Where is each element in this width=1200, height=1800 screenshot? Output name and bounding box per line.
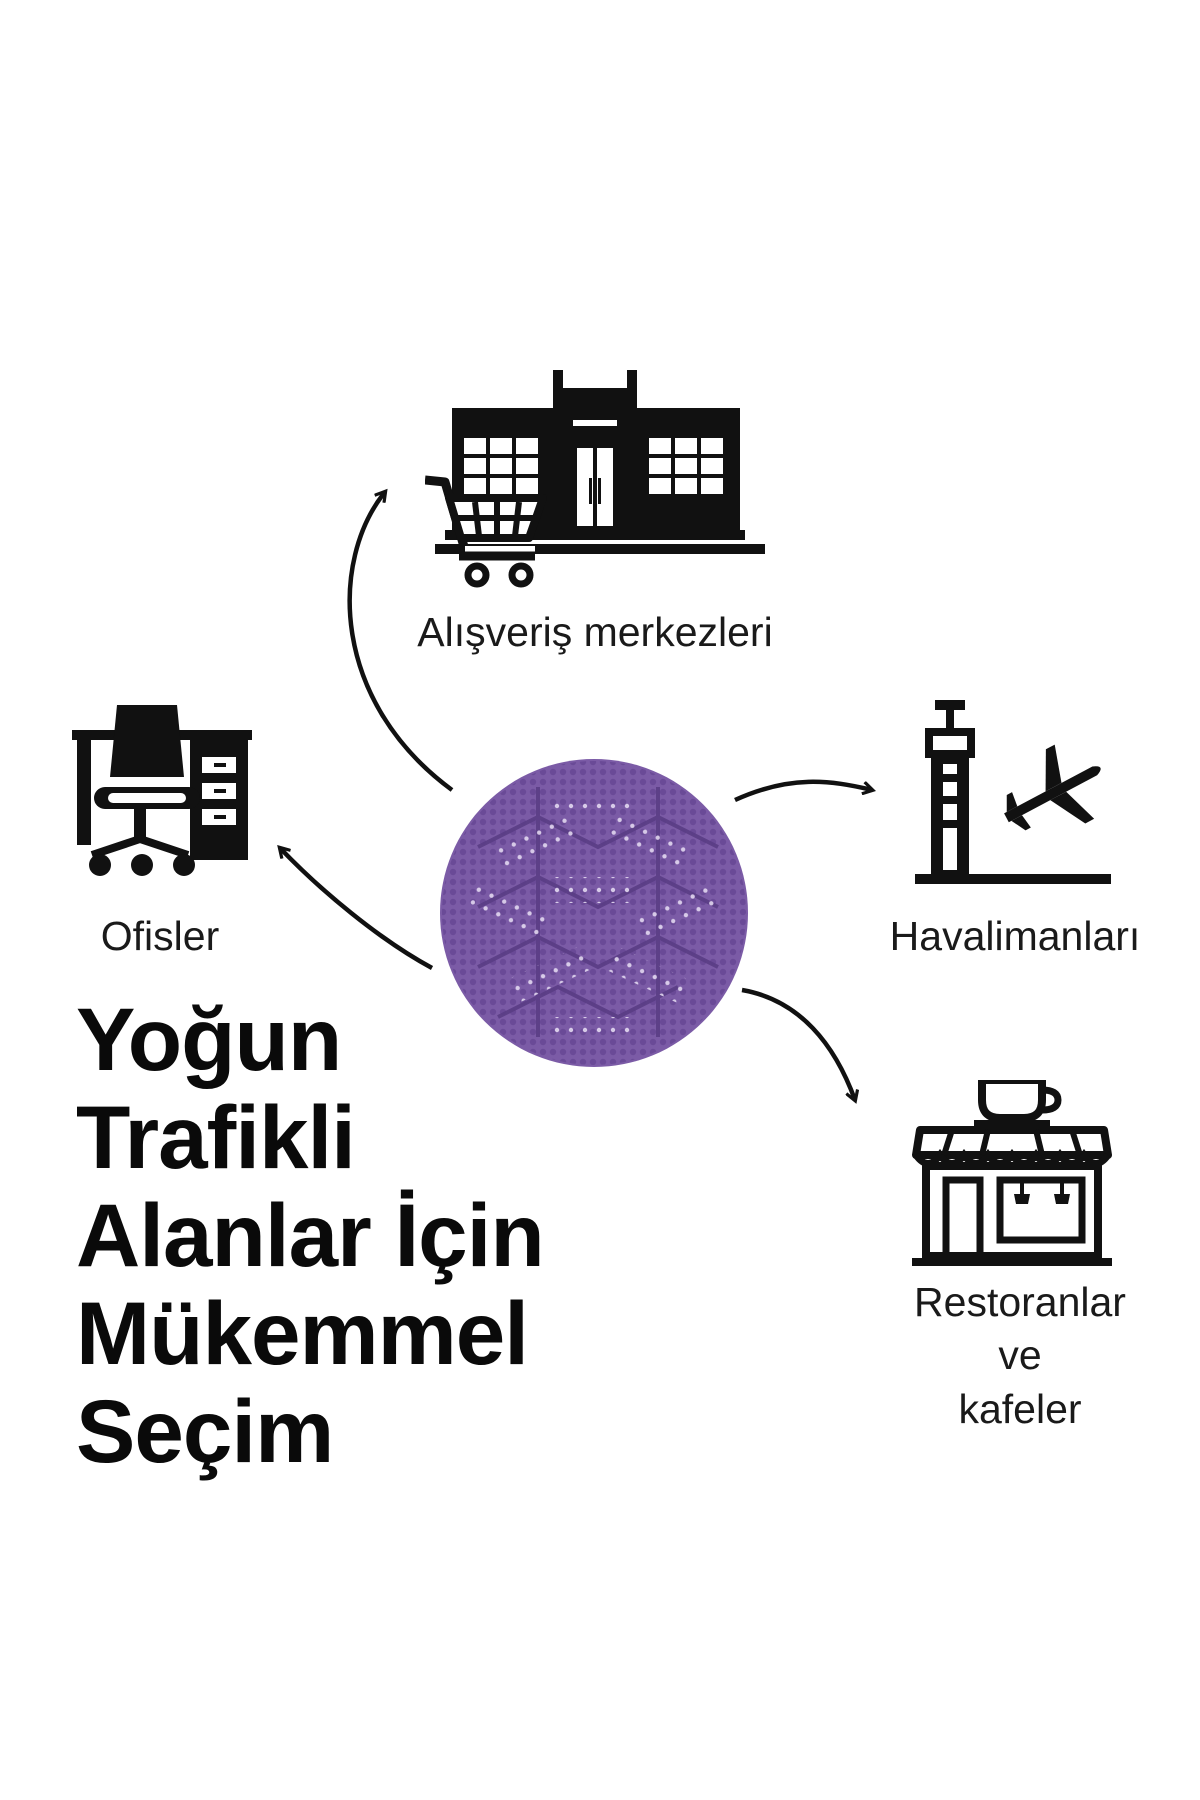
headline-line-2: Trafikli [76, 1087, 356, 1187]
arrow-to-restaurants [741, 987, 855, 1100]
headline-line-1: Yoğun [76, 989, 342, 1089]
headline-line-5: Seçim [76, 1381, 334, 1481]
airport-tower-plane-icon [915, 700, 1111, 884]
label-restaurants-line-3: kafeler [958, 1385, 1082, 1432]
arrow-to-shopping [347, 492, 454, 792]
headline-line-4: Mükemmel [76, 1283, 529, 1383]
office-desk-chair-icon [72, 705, 252, 876]
label-shopping: Alışveriş merkezleri [417, 609, 773, 655]
label-offices: Ofisler [100, 913, 220, 959]
headline: Yoğun Trafikli Alanlar İçin Mükemmel Seç… [76, 989, 545, 1481]
cafe-storefront-icon [912, 1080, 1112, 1266]
headline-line-3: Alanlar İçin [76, 1185, 545, 1285]
label-restaurants-line-1: Restoranlar [914, 1279, 1126, 1325]
arrow-to-airports [734, 779, 872, 803]
shopping-mall-cart-icon [425, 370, 765, 588]
arrow-to-offices [280, 848, 434, 970]
purple-round-mat-icon [440, 759, 748, 1067]
label-airports: Havalimanları [889, 913, 1141, 959]
label-restaurants: Restoranlar ve kafeler [880, 1276, 1160, 1436]
label-restaurants-line-2: ve [998, 1332, 1042, 1379]
